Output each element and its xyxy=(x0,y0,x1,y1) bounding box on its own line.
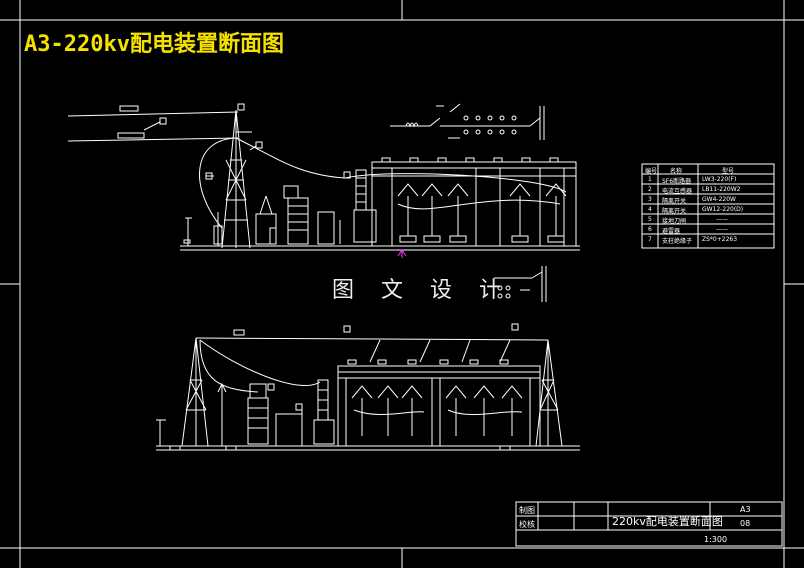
legend-row-model: LB11-220W2 xyxy=(702,186,741,193)
legend-row-model: ZS*0+2263 xyxy=(702,236,738,243)
legend-header-no: 编号 xyxy=(645,168,658,175)
legend-header-name: 名称 xyxy=(670,168,683,175)
drawing-scale: 1:300 xyxy=(704,535,728,544)
legend-row-model: —— xyxy=(716,226,728,233)
legend-row-no: 3 xyxy=(648,196,652,203)
legend-row-name: 避雷器 xyxy=(662,228,681,235)
checked-by-label: 校核 xyxy=(519,520,535,529)
legend-row-model: GW4-220W xyxy=(702,196,736,203)
legend-row-name: 隔离开关 xyxy=(662,198,687,205)
legend-row-name: 支柱绝缘子 xyxy=(662,238,693,245)
equipment-legend-table xyxy=(641,163,775,249)
legend-row-name: 接地刀闸 xyxy=(662,218,687,225)
drawn-by-label: 制图 xyxy=(519,506,535,515)
single-line-schematic xyxy=(390,103,545,140)
legend-row-no: 2 xyxy=(648,186,652,193)
legend-row-model: LW3-220(F) xyxy=(702,176,737,183)
title-block xyxy=(515,501,783,547)
drawing-name: 220kv配电装置断面图 xyxy=(612,515,723,528)
section-marker xyxy=(397,249,407,258)
upper-section-view xyxy=(67,103,580,251)
legend-row-model: GW12-220(D) xyxy=(702,206,744,213)
lower-section-view xyxy=(156,323,580,451)
legend-row-name: SF6断路器 xyxy=(662,178,692,185)
legend-row-no: 7 xyxy=(648,236,652,243)
legend-header-model: 型号 xyxy=(722,168,735,175)
legend-row-no: 4 xyxy=(648,206,652,213)
legend-row-name: 隔离开关 xyxy=(662,208,687,215)
legend-row-no: 1 xyxy=(648,176,652,183)
sheet-size: A3 xyxy=(740,505,751,514)
secondary-schematic xyxy=(494,266,547,302)
legend-row-no: 5 xyxy=(648,216,652,223)
legend-row-name: 电流互感器 xyxy=(662,188,693,195)
watermark-text: 图 文 设 计 xyxy=(332,278,511,303)
legend-row-model: —— xyxy=(716,216,728,223)
legend-row-no: 6 xyxy=(648,226,652,233)
sheet-number: 08 xyxy=(740,519,751,528)
drawing-title: A3-220kv配电装置断面图 xyxy=(24,32,284,57)
